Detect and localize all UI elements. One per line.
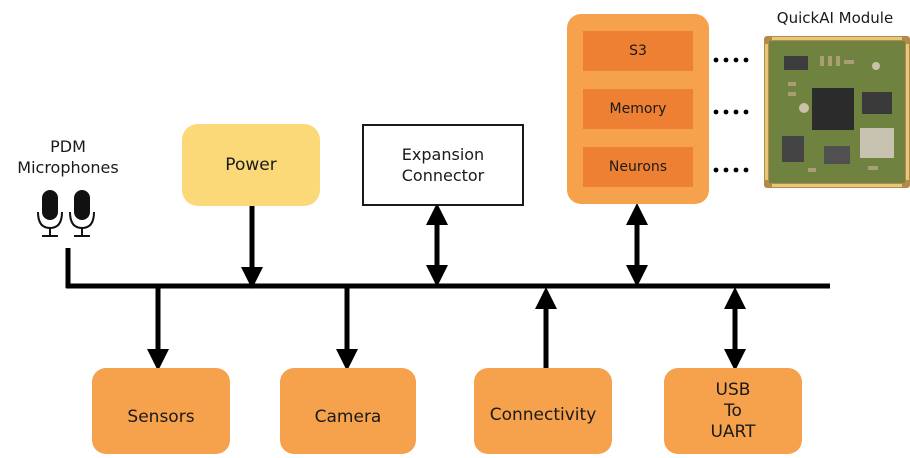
- power-block: Power: [182, 124, 320, 206]
- microphone-icon: [37, 190, 63, 237]
- quickai-board-icon: [764, 36, 910, 188]
- pdm-label-line1: PDM: [50, 137, 86, 156]
- usb-label-line2: To: [724, 400, 742, 421]
- chip-s3: S3: [583, 31, 693, 71]
- expansion-connector-block: Expansion Connector: [362, 124, 524, 206]
- chip-neurons: Neurons: [583, 147, 693, 187]
- pdm-microphones-label: PDM Microphones: [0, 136, 136, 178]
- chip-memory: Memory: [583, 89, 693, 129]
- connectivity-label: Connectivity: [489, 405, 597, 425]
- usb-label-line3: UART: [710, 421, 756, 442]
- sensors-block: Sensors: [92, 368, 230, 454]
- microphone-icon: [69, 190, 95, 237]
- camera-block: Camera: [280, 368, 416, 454]
- usb-label-line1: USB: [715, 379, 751, 400]
- chip-leader-dots: [713, 57, 749, 173]
- power-label: Power: [225, 155, 277, 175]
- camera-label: Camera: [314, 407, 382, 427]
- sensors-label: Sensors: [127, 407, 195, 427]
- connectivity-block: Connectivity: [474, 368, 612, 454]
- quickai-module-block: S3 Memory Neurons: [567, 14, 709, 204]
- pdm-label-line2: Microphones: [17, 158, 119, 177]
- quickai-module-label: QuickAI Module: [776, 9, 894, 27]
- usb-to-uart-block: USB To UART: [664, 368, 802, 454]
- expansion-label-line1: Expansion: [401, 145, 485, 164]
- expansion-label-line2: Connector: [401, 166, 485, 185]
